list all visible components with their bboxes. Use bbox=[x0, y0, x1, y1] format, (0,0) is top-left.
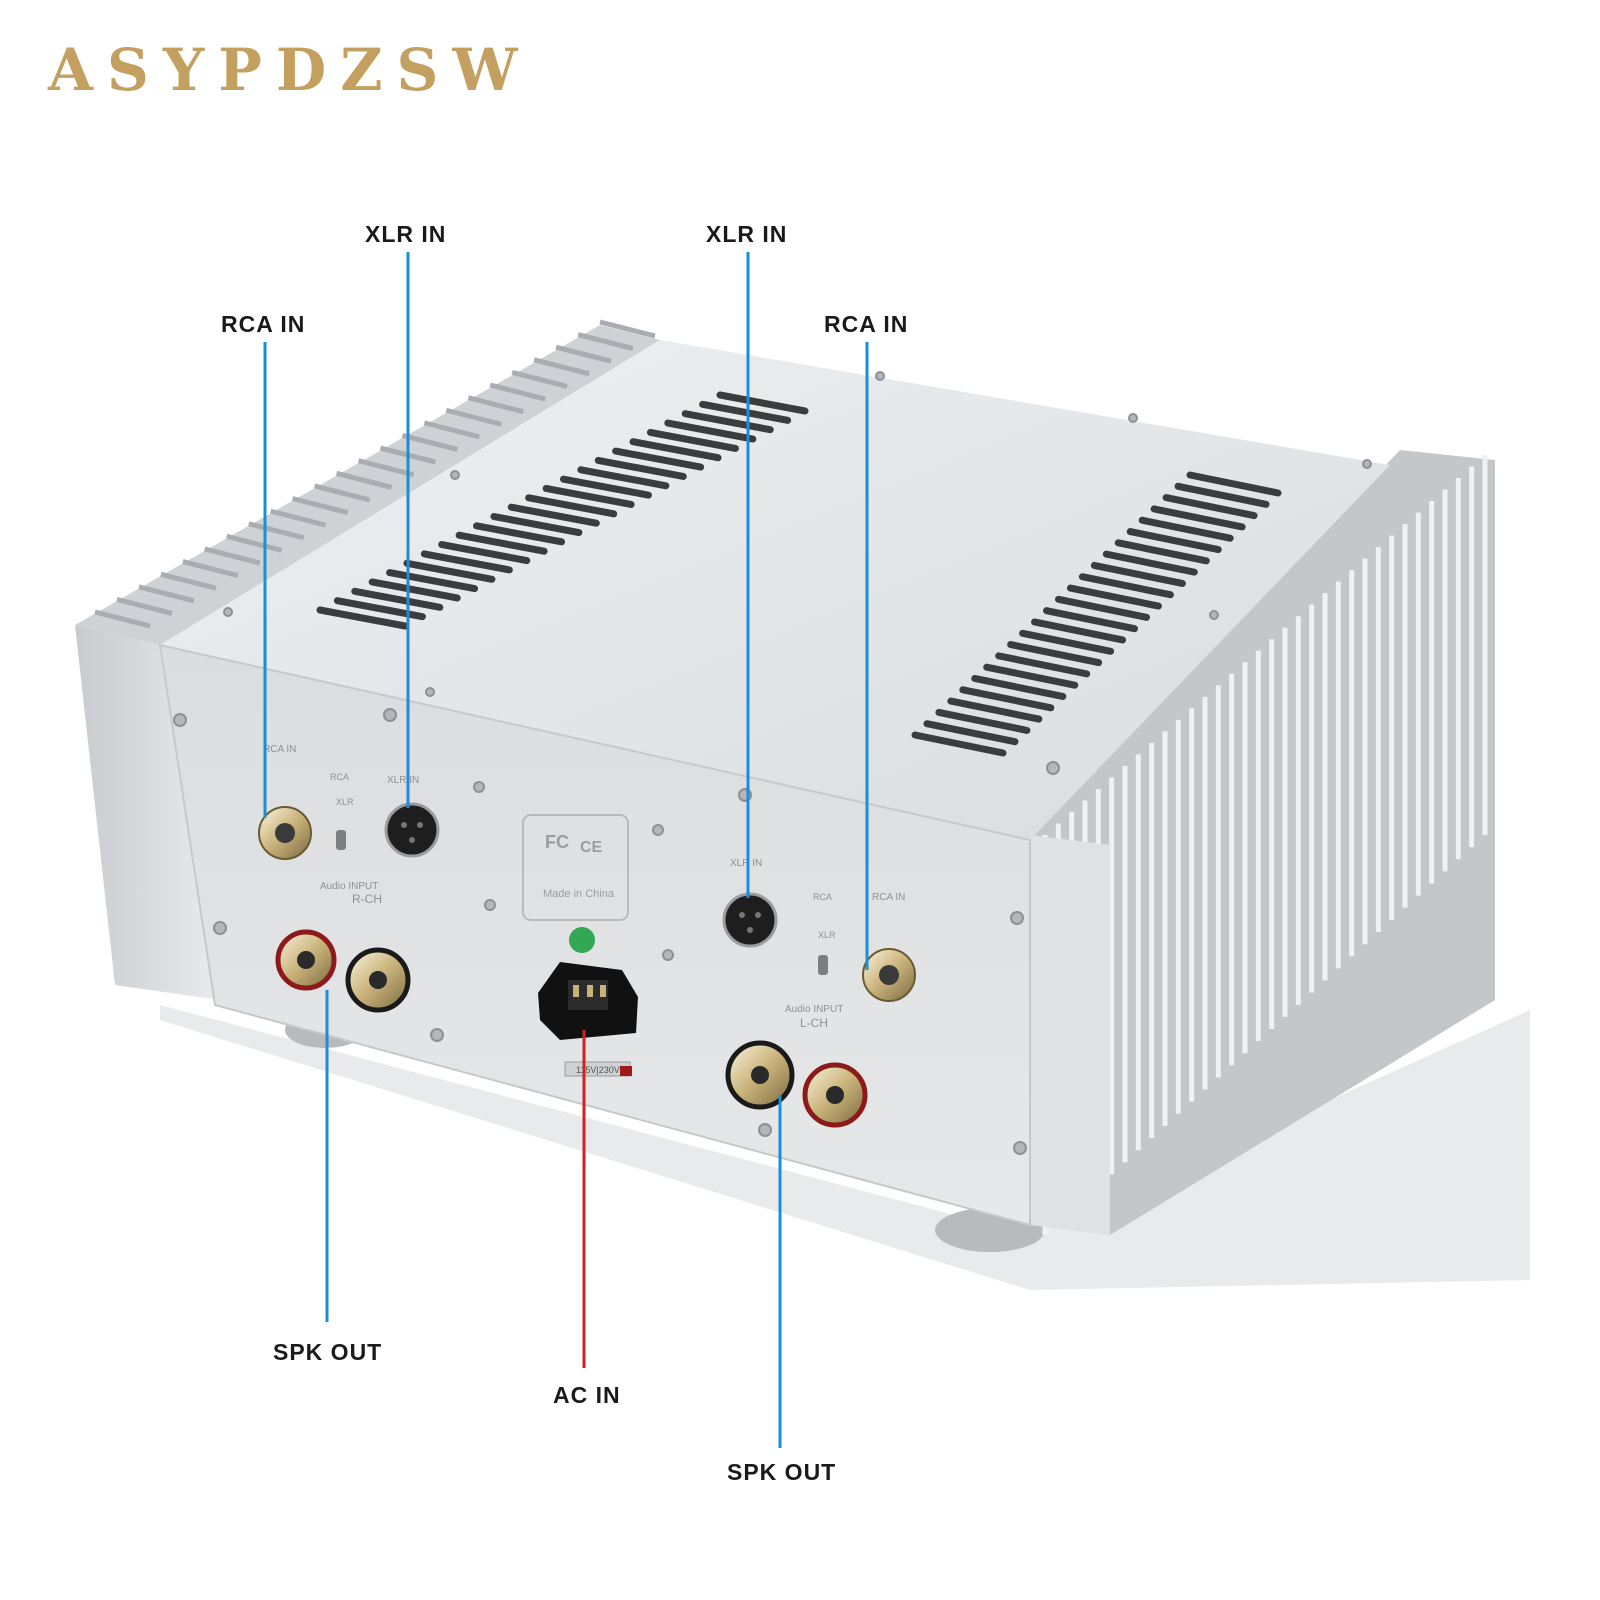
l-input-switch-icon bbox=[818, 955, 828, 975]
r-rca-label: RCA IN bbox=[263, 744, 296, 755]
voltage-label: 115V|230V bbox=[576, 1065, 620, 1075]
l-switch-bottom-label: XLR bbox=[818, 930, 836, 940]
fc-mark: FC bbox=[545, 832, 569, 852]
r-xlr-socket-icon bbox=[384, 802, 440, 858]
l-channel-label: L-CH bbox=[800, 1016, 828, 1030]
callout-spk-out-r: SPK OUT bbox=[273, 1339, 383, 1365]
callout-leader-lines bbox=[263, 252, 869, 1448]
l-xlr-socket-icon bbox=[722, 892, 778, 948]
certification-label: FC CE Made in China bbox=[522, 814, 629, 953]
callout-ac-in: AC IN bbox=[553, 1382, 621, 1408]
r-switch-bottom-label: XLR bbox=[336, 797, 354, 807]
r-input-switch-icon bbox=[336, 830, 346, 850]
r-ch-speaker-terminals bbox=[275, 929, 411, 1013]
base-plate bbox=[160, 1005, 1530, 1290]
callout-xlr-in-r: XLR IN bbox=[365, 221, 447, 247]
ac-inlet: 115V|230V bbox=[538, 962, 638, 1077]
callout-spk-out-l: SPK OUT bbox=[727, 1459, 837, 1485]
panel-screws bbox=[173, 371, 1372, 1155]
heatsink-right bbox=[1030, 450, 1495, 1235]
top-cover bbox=[160, 340, 1390, 840]
r-channel-label: R-CH bbox=[352, 892, 382, 906]
l-ch-input-group: XLR IN RCA XLR RCA IN Audio INPUT L-CH bbox=[722, 858, 916, 1030]
r-switch-top-label: RCA bbox=[330, 772, 349, 782]
callout-xlr-in-l: XLR IN bbox=[706, 221, 788, 247]
rohs-icon bbox=[569, 927, 595, 953]
callout-rca-in-l: RCA IN bbox=[824, 311, 909, 337]
r-group-label: Audio INPUT bbox=[320, 881, 378, 892]
l-group-label: Audio INPUT bbox=[785, 1004, 843, 1015]
ce-mark: CE bbox=[580, 839, 603, 856]
origin-label: Made in China bbox=[543, 888, 615, 900]
l-switch-top-label: RCA bbox=[813, 892, 832, 902]
l-xlr-label: XLR IN bbox=[730, 858, 762, 869]
brand-logo: ASYPDZSW bbox=[48, 36, 532, 104]
l-rca-label: RCA IN bbox=[872, 892, 905, 903]
r-xlr-label: XLR IN bbox=[387, 775, 419, 786]
r-ch-input-group: RCA IN RCA XLR XLR IN Audio INPUT R-CH bbox=[258, 744, 440, 906]
l-ch-speaker-terminals bbox=[725, 1040, 868, 1128]
callout-rca-in-r: RCA IN bbox=[221, 311, 306, 337]
heatsink-left bbox=[75, 319, 660, 1000]
